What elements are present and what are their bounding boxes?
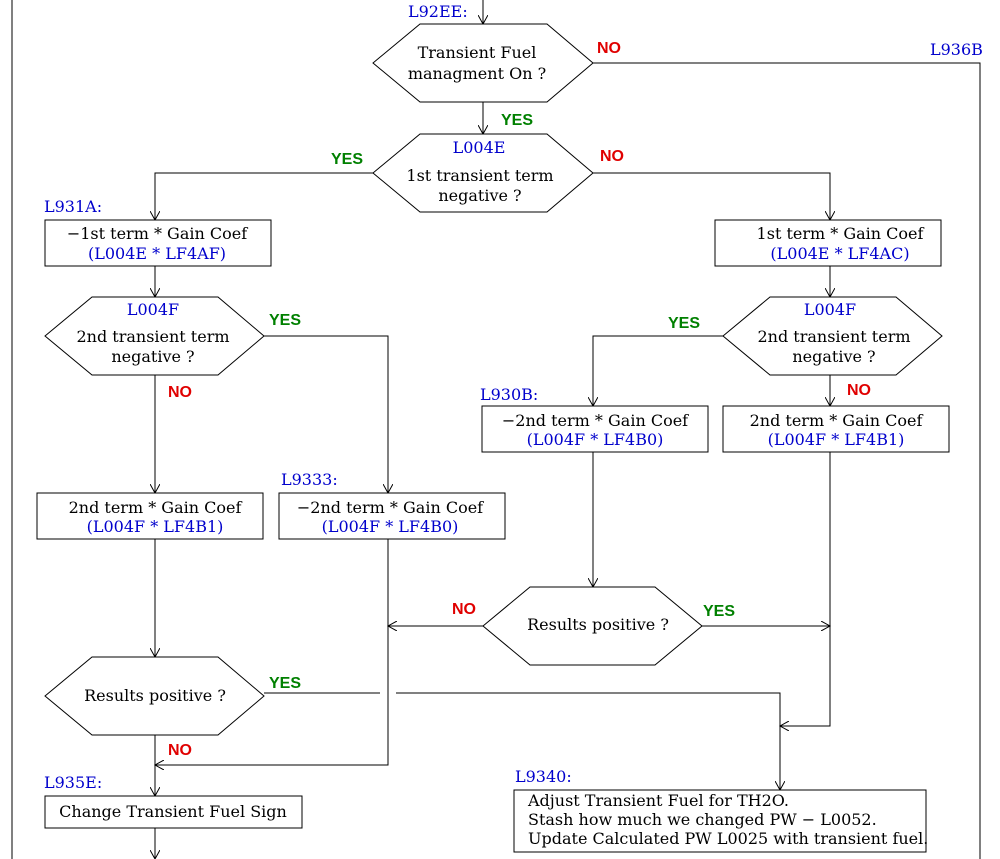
d3-no-label: NO xyxy=(168,384,192,401)
d6-no-label: NO xyxy=(168,742,192,759)
label-l9340: L9340: xyxy=(515,767,572,786)
d1-no-label: NO xyxy=(597,40,621,57)
d4-no-label: NO xyxy=(847,382,871,399)
b4-text-line1: −2nd term * Gain Coef xyxy=(297,498,484,517)
d4-text-line1: 2nd transient term xyxy=(757,327,910,346)
d4-yes-label: YES xyxy=(668,315,700,332)
decision-2nd-term-negative-right xyxy=(722,296,943,376)
d6-text: Results positive ? xyxy=(84,686,226,705)
label-l930b: L930B: xyxy=(480,385,538,404)
box-2nd-term-gain-left xyxy=(36,492,264,540)
d1-no-line xyxy=(593,62,981,859)
b4-to-b7-arrow xyxy=(155,539,389,765)
d3-text-line2: negative ? xyxy=(111,347,194,366)
d6-yes-line-b xyxy=(396,692,780,790)
box-2nd-term-gain-right xyxy=(722,405,950,453)
d2-text-line2: negative ? xyxy=(438,186,521,205)
b4-text-line2: (L004F * LF4B0) xyxy=(322,517,459,536)
d2-yes-label: YES xyxy=(331,151,363,168)
b6-merge-arrow xyxy=(780,452,831,726)
b1-text-line2: (L004E * LF4AF) xyxy=(88,244,226,263)
d5-text: Results positive ? xyxy=(527,615,669,634)
d6-yes-label: YES xyxy=(269,675,301,692)
label-l9333: L9333: xyxy=(281,470,338,489)
b3-text-line1: 2nd term * Gain Coef xyxy=(69,498,243,517)
decision-1st-term-negative xyxy=(372,133,594,213)
box-neg-2nd-term-gain-right xyxy=(481,405,709,453)
b7-text: Change Transient Fuel Sign xyxy=(59,802,287,821)
d1-yes-label: YES xyxy=(501,112,533,129)
d3-yes-arrow xyxy=(264,335,388,493)
b2-text-line2: (L004E * LF4AC) xyxy=(770,244,909,263)
label-l936b: L936B xyxy=(930,40,983,59)
d4-address: L004F xyxy=(804,300,856,319)
d2-yes-arrow xyxy=(155,172,373,220)
b5-text-line2: (L004F * LF4B0) xyxy=(527,430,664,449)
d2-address: L004E xyxy=(453,138,506,157)
d2-no-label: NO xyxy=(600,148,624,165)
b1-text-line1: −1st term * Gain Coef xyxy=(67,224,248,243)
d3-address: L004F xyxy=(127,300,179,319)
b3-text-line2: (L004F * LF4B1) xyxy=(87,517,224,536)
d4-text-line2: negative ? xyxy=(792,347,875,366)
label-l935e: L935E: xyxy=(44,773,102,792)
decision-results-positive-right xyxy=(482,586,703,666)
b8-text-line1: Adjust Transient Fuel for TH2O. xyxy=(527,791,789,810)
label-l92ee: L92EE: xyxy=(408,2,468,21)
b8-text-line2: Stash how much we changed PW − L0052. xyxy=(528,810,877,829)
decision-2nd-term-negative-left xyxy=(44,296,265,376)
b6-text-line1: 2nd term * Gain Coef xyxy=(750,411,924,430)
d4-yes-arrow xyxy=(593,335,723,406)
b6-text-line2: (L004F * LF4B1) xyxy=(768,430,905,449)
d2-no-arrow xyxy=(593,172,830,220)
box-change-sign xyxy=(44,795,303,829)
box-neg-2nd-term-gain-left xyxy=(278,492,506,540)
d1-text-line2: managment On ? xyxy=(408,64,546,83)
decision-results-positive-left xyxy=(44,656,265,736)
box-adjust-transient-fuel xyxy=(513,789,927,853)
b2-text-line1: 1st term * Gain Coef xyxy=(757,224,925,243)
b8-text-line3: Update Calculated PW L0025 with transien… xyxy=(528,829,928,848)
label-l931a: L931A: xyxy=(44,197,102,216)
box-1st-term-gain xyxy=(714,219,942,267)
box-neg-1st-term-gain xyxy=(44,219,272,267)
d5-no-label: NO xyxy=(452,601,476,618)
d3-text-line1: 2nd transient term xyxy=(76,327,229,346)
d5-yes-label: YES xyxy=(703,603,735,620)
b5-text-line1: −2nd term * Gain Coef xyxy=(502,411,689,430)
d1-text-line1: Transient Fuel xyxy=(418,43,537,62)
d2-text-line1: 1st transient term xyxy=(406,166,553,185)
decision-transient-fuel-on xyxy=(372,23,594,103)
d3-yes-label: YES xyxy=(269,312,301,329)
